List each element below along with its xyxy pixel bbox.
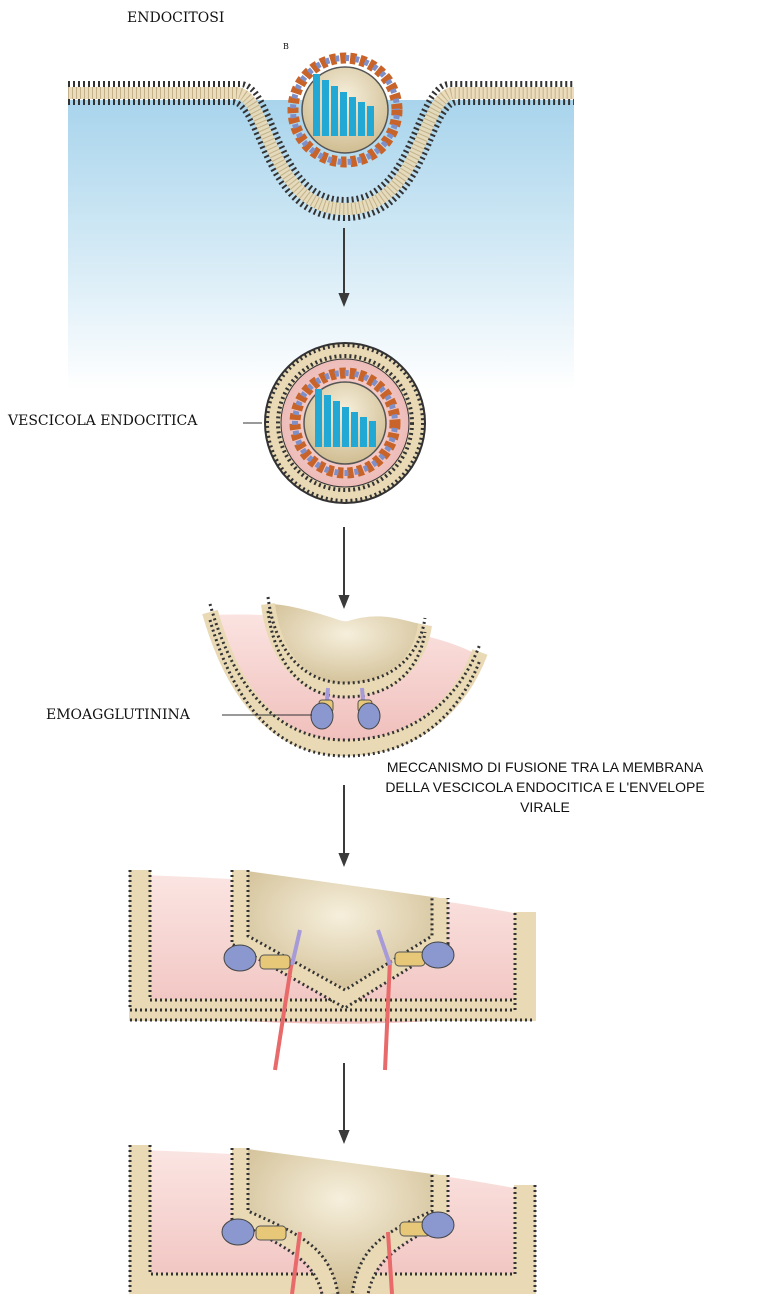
label-endocitosi: ENDOCITOSI [127, 10, 224, 26]
label-emoagglutinina: EMOAGGLUTININA [46, 707, 190, 723]
fusion-caption-line: VIRALE [330, 797, 760, 817]
label-fusion-mechanism: MECCANISMO DI FUSIONE TRA LA MEMBRANA DE… [330, 757, 760, 817]
virus-particle-icon [293, 58, 397, 162]
corner-mark: B [283, 42, 289, 51]
hairpin-stage [130, 870, 535, 1070]
fusion-stage [130, 1145, 535, 1294]
endocytic-vesicle [265, 343, 425, 503]
docking-stage [210, 597, 480, 756]
label-vescicola-endocitica: VESCICOLA ENDOCITICA [8, 413, 197, 429]
fusion-caption-line: MECCANISMO DI FUSIONE TRA LA MEMBRANA [330, 757, 760, 777]
fusion-caption-line: DELLA VESCICOLA ENDOCITICA E L'ENVELOPE [330, 777, 760, 797]
